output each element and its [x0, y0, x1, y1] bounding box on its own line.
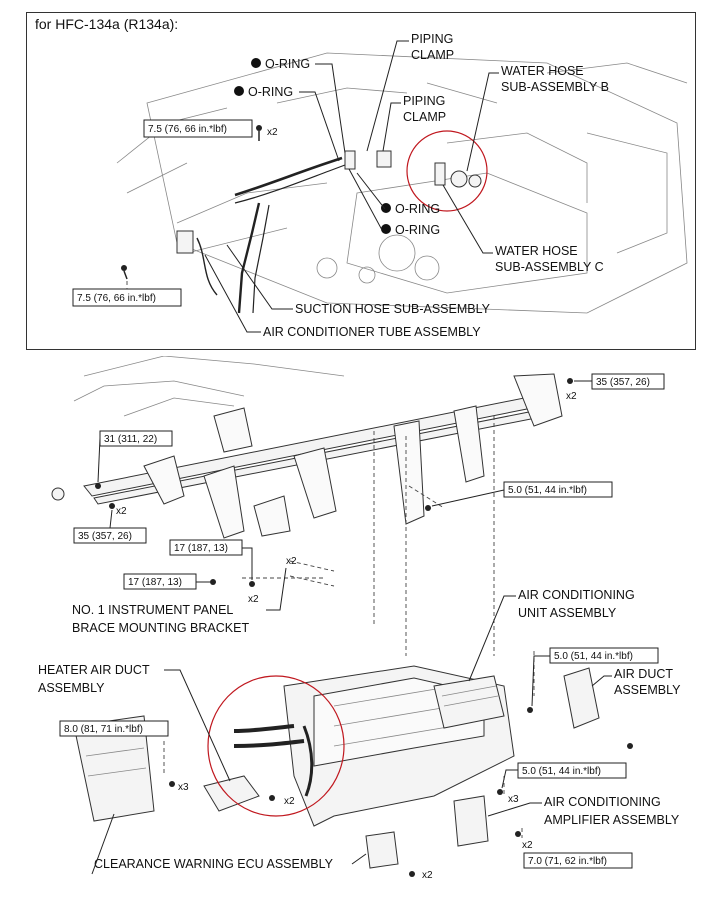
torque-spec: 5.0 (51, 44 in.*lbf) [554, 651, 633, 662]
non-reusable-icon [234, 86, 244, 96]
bolt-icon [256, 125, 262, 141]
quantity-label: x2 [566, 391, 577, 402]
highlight-circle [207, 675, 345, 817]
bolt-icon [210, 579, 216, 585]
cap-part [51, 487, 65, 501]
torque-spec: 35 (357, 26) [596, 377, 650, 388]
pipe-joint [344, 150, 356, 170]
air-duct-label: ASSEMBLY [614, 683, 681, 697]
left-duct-part [73, 715, 155, 822]
dashboard-outline [73, 355, 345, 417]
torque-spec: 8.0 (81, 71 in.*lbf) [64, 724, 143, 735]
torque-spec: 7.5 (76, 66 in.*lbf) [77, 293, 156, 304]
engine-bay-drawing [116, 52, 688, 314]
water-hose-c-label: WATER HOSE [495, 244, 578, 258]
bolt-icon [95, 483, 101, 489]
o-ring-label: O-RING [395, 223, 440, 237]
water-hose-c-label: SUB-ASSEMBLY C [495, 260, 604, 274]
torque-spec: 5.0 (51, 44 in.*lbf) [522, 766, 601, 777]
bolt-icon [121, 265, 128, 280]
torque-box [503, 481, 613, 498]
ecu-part [365, 831, 399, 869]
non-reusable-icon [381, 224, 391, 234]
ac-piping [176, 150, 482, 314]
non-reusable-icon [251, 58, 261, 68]
brace-bracket-label: NO. 1 INSTRUMENT PANEL [72, 603, 233, 617]
bolt-icon [249, 581, 255, 587]
water-hose-part [434, 162, 446, 186]
o-ring-label: O-RING [265, 57, 310, 71]
piping-clamp-label: PIPING [403, 94, 445, 108]
ac-tube-label: AIR CONDITIONER TUBE ASSEMBLY [263, 325, 481, 339]
torque-spec: 35 (357, 26) [78, 531, 132, 542]
clearance-ecu-label: CLEARANCE WARNING ECU ASSEMBLY [94, 857, 334, 871]
torque-box [523, 852, 633, 869]
water-hose-fitting [450, 170, 468, 188]
torque-spec: 7.5 (76, 66 in.*lbf) [148, 124, 227, 135]
bolt-icon [269, 795, 275, 801]
quantity-label: x2 [522, 840, 533, 851]
ac-amplifier-label: AIR CONDITIONING [544, 795, 661, 809]
non-reusable-icon [381, 203, 391, 213]
amplifier-part [453, 795, 489, 847]
piping-clamp-label: CLAMP [411, 48, 454, 62]
heater-duct-part [203, 775, 260, 812]
heater-duct-label: ASSEMBLY [38, 681, 105, 695]
suction-hose-label: SUCTION HOSE SUB-ASSEMBLY [295, 302, 491, 316]
water-hose-b-label: WATER HOSE [501, 64, 584, 78]
torque-spec: 17 (187, 13) [174, 543, 228, 554]
piping-clamp-part [376, 150, 392, 168]
piping-clamp-label: PIPING [411, 32, 453, 46]
lower-diagram-panel: 35 (357, 26) x2 31 (311, 22) x2 35 (357,… [14, 355, 704, 881]
diagram-title: for HFC-134a (R134a): [35, 16, 178, 32]
bolt-icon [515, 831, 521, 837]
heater-pipes [203, 724, 314, 812]
bolt-icon [169, 781, 175, 787]
quantity-label: x3 [178, 782, 189, 793]
lower-diagram-svg: 35 (357, 26) x2 31 (311, 22) x2 35 (357,… [38, 355, 681, 881]
highlight-circle [406, 130, 488, 212]
air-duct-label: AIR DUCT [614, 667, 673, 681]
ac-unit-drawing [283, 665, 515, 827]
bolt-icon [409, 871, 415, 877]
torque-box [59, 720, 169, 737]
quantity-label: x2 [116, 506, 127, 517]
quantity-label: x2 [286, 556, 297, 567]
upper-diagram-panel: for HFC-134a (R134a): [26, 12, 696, 350]
quantity-label: x2 [422, 870, 433, 880]
quantity-label: x2 [284, 796, 295, 807]
bolt-icon [497, 789, 503, 795]
quantity-label: x3 [508, 794, 519, 805]
air-duct-part [563, 667, 600, 729]
water-hose-b-label: SUB-ASSEMBLY B [501, 80, 609, 94]
o-ring-label: O-RING [395, 202, 440, 216]
torque-box [143, 119, 253, 138]
piping-clamp-label: CLAMP [403, 110, 446, 124]
pipe-bracket [176, 230, 194, 254]
quantity-label: x2 [267, 127, 278, 138]
upper-diagram-svg: for HFC-134a (R134a): [35, 16, 688, 339]
bolt-icon [527, 707, 533, 713]
bolt-icon [109, 503, 115, 509]
bolt-icon [627, 743, 633, 749]
instrument-panel-reinforcement [51, 373, 563, 539]
heater-duct-label: HEATER AIR DUCT [38, 663, 150, 677]
bolt-icon [567, 378, 573, 384]
torque-spec: 5.0 (51, 44 in.*lbf) [508, 485, 587, 496]
ac-unit-label: AIR CONDITIONING [518, 588, 635, 602]
torque-spec: 31 (311, 22) [104, 434, 157, 445]
brace-bracket-label: BRACE MOUNTING BRACKET [72, 621, 249, 635]
torque-spec: 17 (187, 13) [128, 577, 182, 588]
torque-spec: 7.0 (71, 62 in.*lbf) [528, 856, 607, 867]
ac-unit-label: UNIT ASSEMBLY [518, 606, 617, 620]
quantity-label: x2 [248, 594, 259, 605]
ac-amplifier-label: AMPLIFIER ASSEMBLY [544, 813, 680, 827]
bolt-icon [425, 505, 431, 511]
o-ring-label: O-RING [248, 85, 293, 99]
